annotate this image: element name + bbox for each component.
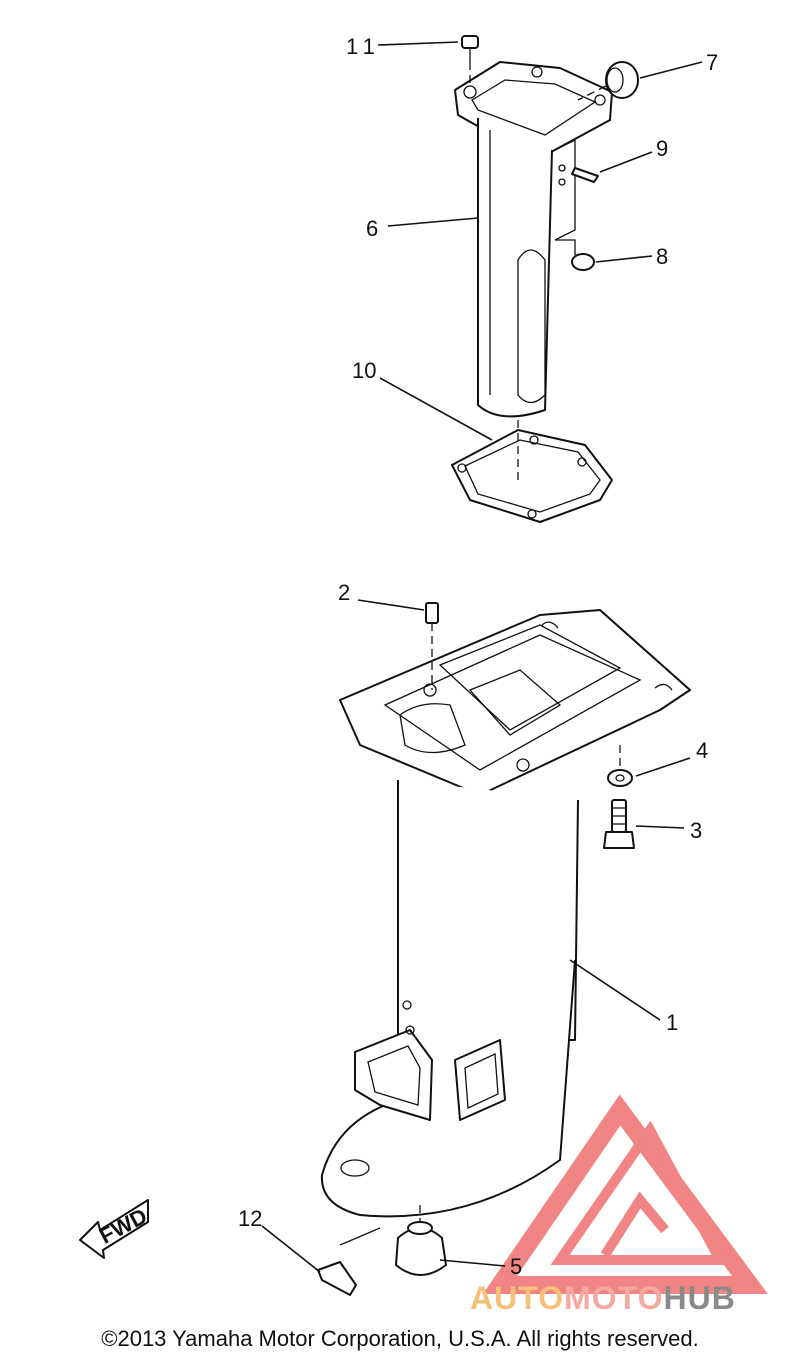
part-9-clip (571, 167, 599, 183)
part-6-upper-tube (454, 61, 613, 418)
callout-5: 5 (510, 1254, 522, 1279)
part-5-grommet (395, 1205, 447, 1276)
part-12-anode (317, 1227, 381, 1296)
callout-10: 10 (352, 358, 376, 383)
callout-6: 6 (366, 216, 378, 241)
watermark-part-auto: AUTO (470, 1280, 565, 1316)
callout-4: 4 (696, 738, 708, 763)
callout-2: 2 (338, 580, 350, 605)
part-1-lower-casing (320, 609, 691, 1218)
part-8-cap (555, 239, 595, 271)
copyright-notice: ©2013 Yamaha Motor Corporation, U.S.A. A… (101, 1326, 699, 1351)
watermark-part-hub: HUB (663, 1280, 736, 1316)
fwd-label: FWD (95, 1203, 151, 1249)
callout-11: 11 (346, 34, 381, 59)
fwd-arrow-icon: FWD (79, 1199, 151, 1259)
callout-7: 7 (706, 50, 718, 75)
part-10-gasket (451, 420, 613, 523)
part-11-screw (461, 35, 479, 88)
watermark-part-moto: MOTO (564, 1280, 664, 1316)
watermark-logo-icon (482, 1094, 768, 1294)
callout-8: 8 (656, 244, 668, 269)
callout-9: 9 (656, 136, 668, 161)
leader-lines (261, 41, 703, 1273)
part-4-washer (607, 745, 633, 787)
part-3-bolt (603, 799, 635, 849)
part-2-dowel-pin (425, 602, 439, 690)
watermark-brand-text: AUTOMOTOHUB (470, 1280, 736, 1317)
callout-12: 12 (238, 1206, 262, 1231)
callout-1: 1 (666, 1010, 678, 1035)
callout-3: 3 (690, 818, 702, 843)
part-7-grommet (577, 61, 639, 101)
